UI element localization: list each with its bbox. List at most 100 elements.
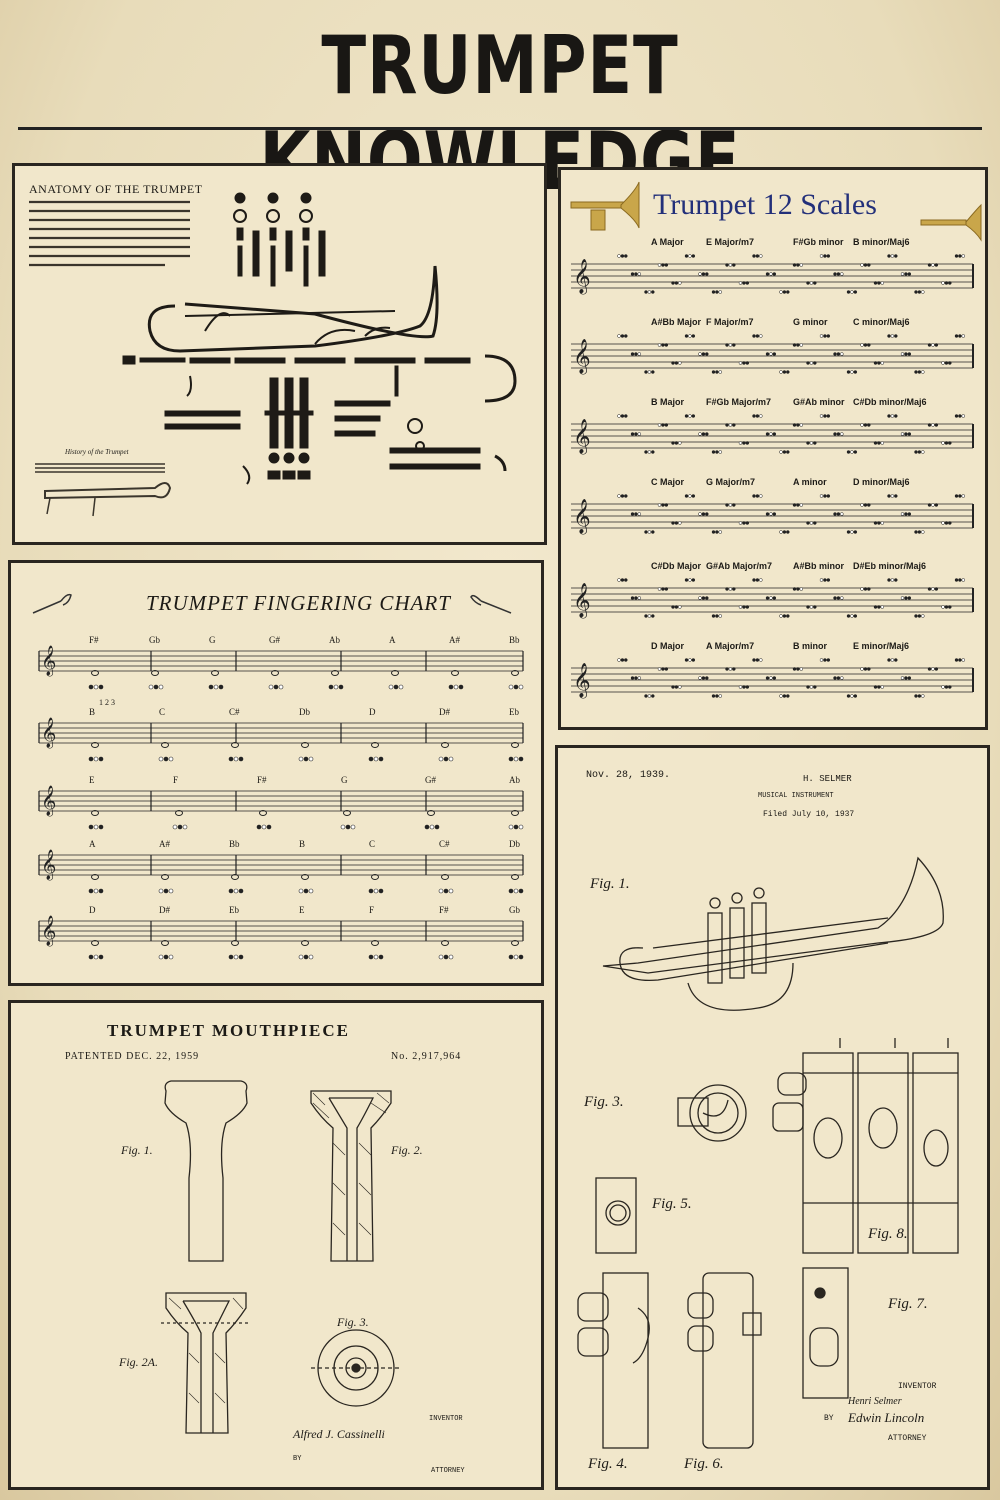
patent-inventor-label: INVENTOR [898,1382,937,1391]
fingering-dots [711,694,723,698]
scales-staves: 𝄞𝄞𝄞𝄞𝄞𝄞 [570,181,982,699]
svg-text:𝄞: 𝄞 [573,419,591,455]
fingering-dots [860,343,871,347]
fingering-dots [752,494,763,498]
fingering-dots [792,667,804,671]
fingering-dots [424,824,440,830]
fingering-dots [927,667,939,671]
fingering-dots [779,614,790,618]
fingering-dots [819,254,831,258]
fingering-dots [752,578,763,582]
fingering-dots [941,361,952,365]
scale-label: C minor/Maj6 [853,317,910,327]
fingering-dots [617,578,628,582]
scale-label: D Major [651,641,685,651]
fingering-note-label: D# [159,905,170,915]
fingering-dots [779,530,790,534]
fingering-dots [752,414,763,418]
mouthpiece-inventor-label: INVENTOR [429,1415,463,1423]
scale-label: D#Eb minor/Maj6 [853,561,927,571]
fingering-dots [846,370,858,374]
fingering-dots [900,512,912,516]
fingering-dots [711,370,723,374]
trumpet-sketch-icon-right [470,594,512,614]
fingering-dots [671,685,682,689]
fingering-dots [914,614,925,618]
valve-numbers: 1 2 3 [99,698,115,707]
scale-label: G minor [793,317,828,327]
fingering-dots [630,272,642,276]
trumpet-header-icon-left [570,181,640,231]
title-divider [18,127,982,130]
patent-fig-8: Fig. 8. [868,1226,908,1242]
scale-label: A minor [793,477,827,487]
fingering-dots [684,254,696,258]
fingering-dots [779,290,790,294]
fingering-dots [954,334,966,338]
fingering-dots [644,450,655,454]
patent-fig-6: Fig. 6. [684,1456,724,1472]
fingering-dots [792,423,804,427]
svg-text:𝄞: 𝄞 [41,915,56,947]
scale-label: A Major [651,237,684,247]
fingering-dots [806,361,817,365]
fingering-note-label: Eb [509,707,519,717]
fingering-staff: 𝄞 [38,849,524,894]
fingering-dots [752,334,763,338]
svg-text:𝄞: 𝄞 [41,717,56,749]
fingering-note-label: A# [449,635,460,645]
fingering-dots [792,263,804,267]
fingering-dots [738,605,750,609]
fingering-note-label: Ab [509,775,520,785]
fingering-dots [630,676,642,680]
fingering-dots [172,824,188,830]
scales-title: Trumpet 12 Scales [653,188,877,221]
fingering-dots [819,494,831,498]
fingering-panel: 𝄞𝄞𝄞𝄞𝄞 TRUMPET FINGERING CHART 1 2 3 F#Gb… [8,560,544,986]
fingering-dots [644,614,655,618]
fingering-dots [256,824,272,830]
fingering-dots [671,441,682,445]
scale-label: A Major/m7 [706,641,755,651]
fingering-note-label: F [369,905,375,915]
scale-staff: 𝄞 [571,578,974,619]
fingering-dots [900,432,912,436]
scale-label: G#Ab minor [793,397,845,407]
fingering-note-label: C# [439,839,450,849]
fingering-dots [617,494,628,498]
fingering-dots [887,658,898,662]
scale-label: A#Bb minor [793,561,845,571]
fingering-dots [684,334,696,338]
fingering-dots [806,441,817,445]
fingering-dots [644,530,655,534]
fingering-dots [887,494,898,498]
scale-staff: 𝄞 [571,494,974,535]
fingering-dots [298,888,314,894]
fingering-dots [806,685,817,689]
fingering-note-label: A# [159,839,170,849]
svg-text:𝄞: 𝄞 [573,339,591,375]
fingering-dots [860,423,871,427]
fingering-dots [158,954,174,960]
fingering-dots [148,684,164,690]
fingering-note-label: B [89,707,96,717]
patent-panel: Nov. 28, 1939. H. SELMER MUSICAL INSTRUM… [555,745,990,1490]
scale-label: F#Gb Major/m7 [706,397,772,407]
fingering-dots [738,685,750,689]
fingering-note-label: G# [269,635,280,645]
fingering-dots [927,423,939,427]
fingering-dots [657,667,669,671]
fingering-dots [927,263,939,267]
fingering-dots [298,954,314,960]
fingering-dots [725,423,736,427]
fingering-dots [644,290,655,294]
fingering-dots [268,684,284,690]
fingering-dots [438,888,454,894]
fingering-dots [644,370,655,374]
fingering-dots [725,667,736,671]
fingering-dots [208,684,224,690]
fingering-dots [765,596,777,600]
fingering-dots [900,352,912,356]
fingering-dots [941,605,952,609]
